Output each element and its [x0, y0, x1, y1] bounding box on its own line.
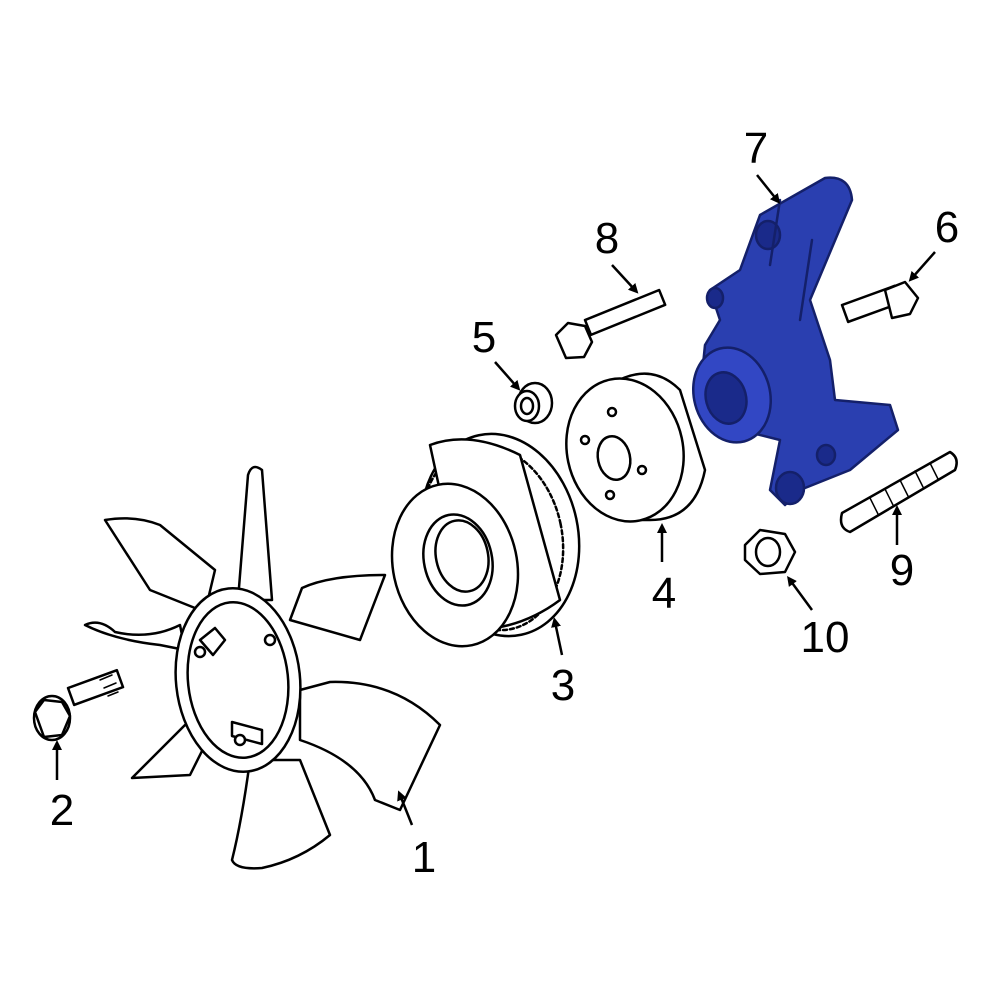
leader-3	[551, 617, 564, 656]
callout-9: 9	[890, 546, 914, 595]
part-10-nut	[743, 528, 797, 576]
callout-4: 4	[652, 569, 676, 618]
leader-10	[787, 575, 814, 611]
callout-labels: 1 2 3 4 5 6 7 8 9 10	[50, 124, 959, 882]
callout-3: 3	[551, 661, 575, 710]
callout-10: 10	[801, 613, 850, 662]
callout-6: 6	[935, 203, 959, 252]
part-3-fan-clutch	[390, 432, 581, 648]
leader-1	[397, 790, 414, 826]
part-1-fan	[83, 465, 442, 870]
part-6-bolt	[840, 280, 920, 324]
leader-7	[756, 174, 781, 204]
part-9-stud	[839, 450, 958, 534]
leader-6	[908, 251, 936, 282]
leader-arrows	[52, 174, 936, 826]
part-5-washer	[513, 381, 554, 425]
callout-5: 5	[472, 313, 496, 362]
callout-2: 2	[50, 786, 74, 835]
leader-5	[494, 361, 521, 391]
part-8-bolt	[554, 288, 667, 360]
part-4-pulley	[565, 372, 707, 523]
part-7-bracket	[691, 176, 900, 507]
leader-8	[611, 264, 639, 294]
callout-1: 1	[412, 833, 436, 882]
callout-7: 7	[744, 124, 768, 173]
callout-8: 8	[595, 214, 619, 263]
part-2-bolt	[32, 668, 125, 742]
